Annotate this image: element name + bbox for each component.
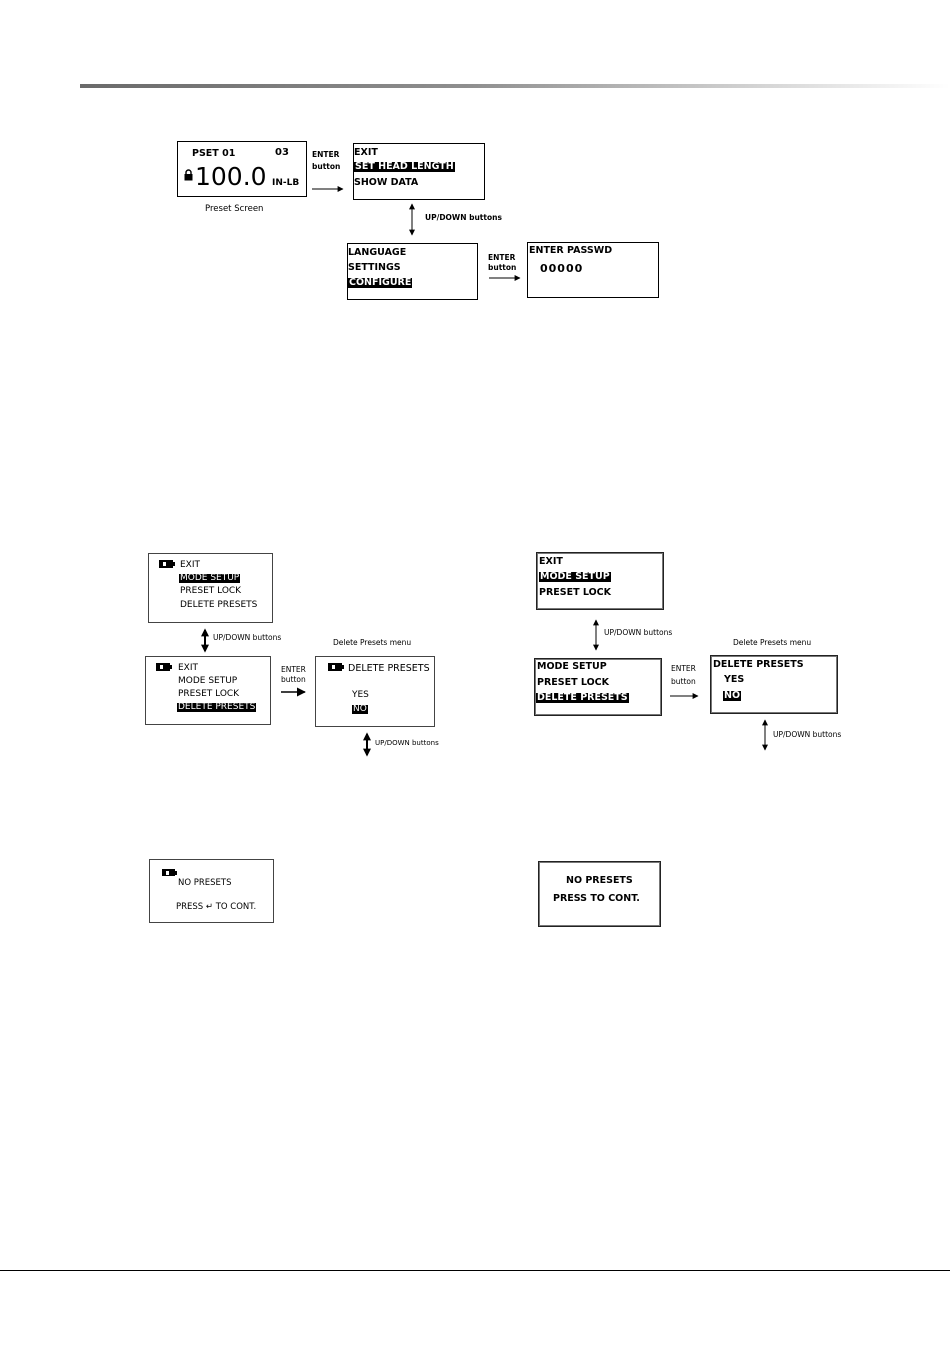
option-no-selected: NO (723, 690, 742, 701)
updown-label-right-1: UP/DOWN buttons (604, 628, 673, 637)
press-to-continue-text: PRESS ↵ TO CONT. (176, 902, 257, 912)
enter-label-right-2: button (671, 677, 696, 686)
main-menu-screen: EXIT SET HEAD LENGTH SHOW DATA (353, 143, 485, 200)
menu-item: MODE SETUP (178, 676, 238, 686)
enter-label-right-1: ENTER (671, 664, 696, 673)
right-menu-a: EXIT MODE SETUP PRESET LOCK (536, 552, 664, 610)
menu-item: EXIT (539, 556, 563, 567)
menu-item: SHOW DATA (354, 177, 419, 188)
updown-label-left-1: UP/DOWN buttons (213, 633, 282, 642)
updown-label-left-2: UP/DOWN buttons (375, 739, 439, 747)
menu-item-selected: DELETE PRESETS (177, 702, 257, 712)
delete-title: DELETE PRESETS (713, 659, 804, 670)
delete-menu-caption-right: Delete Presets menu (733, 638, 812, 647)
password-screen: ENTER PASSWD 00000 (527, 242, 659, 298)
no-presets-text: NO PRESETS (178, 878, 232, 888)
enter-label-left-2: button (281, 675, 306, 684)
left-no-presets-screen: NO PRESETS PRESS ↵ TO CONT. (149, 859, 274, 923)
left-delete-presets-screen: DELETE PRESETS YES NO (315, 656, 435, 727)
menu-item: PRESET LOCK (537, 677, 610, 688)
menu-item-selected: CONFIGURE (348, 277, 413, 288)
no-presets-text: NO PRESETS (566, 875, 633, 886)
delete-menu-caption-left: Delete Presets menu (333, 638, 412, 647)
right-menu-b: MODE SETUP PRESET LOCK DELETE PRESETS (534, 658, 662, 716)
menu-item: SETTINGS (348, 262, 401, 273)
pset-label: PSET 01 (192, 148, 236, 159)
password-value: 00000 (540, 262, 584, 275)
press-to-continue-text: PRESS TO CONT. (553, 893, 640, 904)
left-menu-b: EXIT MODE SETUP PRESET LOCK DELETE PRESE… (145, 656, 271, 725)
header-rule (80, 84, 950, 88)
menu-item-selected: MODE SETUP (539, 571, 611, 582)
config-menu-screen: LANGUAGE SETTINGS CONFIGURE (347, 243, 478, 300)
battery-icon (159, 560, 175, 568)
menu-item: EXIT (354, 147, 378, 158)
right-no-presets-screen: NO PRESETS PRESS TO CONT. (538, 861, 661, 927)
option-yes: YES (352, 690, 369, 700)
footer-rule (0, 1270, 950, 1271)
option-no-selected: NO (352, 704, 368, 714)
enter-label-top-2: button (312, 162, 341, 171)
menu-item: PRESET LOCK (180, 586, 242, 596)
battery-icon (162, 869, 177, 876)
preset-screen: PSET 01 03 100.0 IN-LB (177, 141, 307, 197)
enter-label-top-1: ENTER (312, 150, 340, 159)
right-delete-presets-screen: DELETE PRESETS YES NO (710, 655, 838, 714)
battery-icon (156, 663, 172, 671)
lock-icon (184, 169, 193, 181)
menu-item-selected: DELETE PRESETS (536, 692, 629, 703)
battery-icon (328, 663, 344, 671)
menu-item-selected: SET HEAD LENGTH (354, 161, 455, 172)
menu-item: LANGUAGE (348, 247, 407, 258)
menu-item: PRESET LOCK (178, 689, 240, 699)
menu-item: MODE SETUP (537, 661, 607, 672)
enter-label-left-1: ENTER (281, 665, 306, 674)
preset-screen-caption: Preset Screen (205, 204, 264, 214)
option-yes: YES (724, 674, 745, 685)
pset-number: 03 (275, 147, 289, 158)
updown-label-top: UP/DOWN buttons (425, 213, 502, 222)
enter-label-top-4: button (488, 263, 517, 272)
delete-title: DELETE PRESETS (348, 663, 430, 674)
menu-item-selected: MODE SETUP (179, 573, 241, 583)
updown-label-right-2: UP/DOWN buttons (773, 730, 842, 739)
torque-value: 100.0 (195, 162, 267, 191)
menu-item: EXIT (178, 663, 199, 673)
enter-label-top-3: ENTER (488, 253, 516, 262)
unit-label: IN-LB (272, 178, 300, 188)
password-title: ENTER PASSWD (529, 245, 613, 256)
left-menu-a: EXIT MODE SETUP PRESET LOCK DELETE PRESE… (148, 553, 273, 623)
menu-item: EXIT (180, 560, 201, 570)
menu-item: PRESET LOCK (539, 587, 612, 598)
menu-item: DELETE PRESETS (180, 600, 258, 610)
